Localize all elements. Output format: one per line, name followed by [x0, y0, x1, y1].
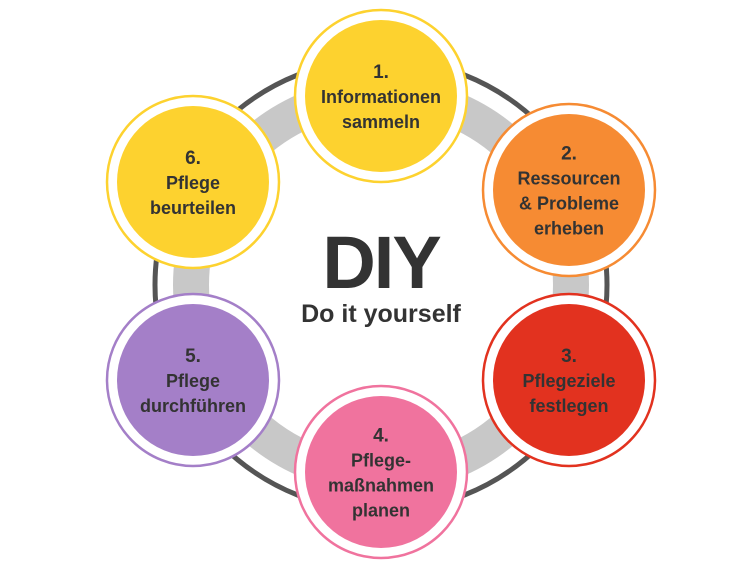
- step-filled-circle: [493, 114, 645, 266]
- step-number: 4.: [373, 426, 389, 447]
- step-label-line: festlegen: [529, 396, 608, 416]
- step-label-line: Pflege-: [351, 451, 411, 471]
- step-1-node: 1. Informationen sammeln: [293, 8, 469, 184]
- step-label-line: Pflegeziele: [522, 371, 615, 391]
- step-label-line: Ressourcen: [517, 169, 620, 189]
- step-6-node: 6. Pflege beurteilen: [105, 94, 281, 270]
- step-label-line: maßnahmen: [328, 476, 434, 496]
- step-number: 6.: [185, 148, 201, 169]
- step-label-line: erheben: [534, 219, 604, 239]
- step-2-node: 2. Ressourcen & Probleme erheben: [481, 102, 657, 278]
- step-label-line: Pflege: [166, 173, 220, 193]
- step-label-line: Pflege: [166, 371, 220, 391]
- step-filled-circle: [493, 304, 645, 456]
- step-3-node: 3. Pflegeziele festlegen: [481, 292, 657, 468]
- step-label-line: planen: [352, 501, 410, 521]
- step-label-line: & Probleme: [519, 194, 619, 214]
- step-filled-circle: [305, 396, 457, 548]
- step-4-node: 4. Pflege-maßnahmen planen: [293, 384, 469, 560]
- step-filled-circle: [305, 20, 457, 172]
- step-filled-circle: [117, 106, 269, 258]
- center-subtitle: Do it yourself: [301, 300, 461, 328]
- step-label-line: Informationen: [321, 87, 441, 107]
- step-label-line: beurteilen: [150, 198, 236, 218]
- center-title: DIY: [322, 221, 441, 304]
- step-number: 1.: [373, 62, 389, 83]
- step-label-line: durchführen: [140, 396, 246, 416]
- step-number: 2.: [561, 144, 577, 165]
- step-number: 3.: [561, 346, 577, 367]
- step-label-line: sammeln: [342, 112, 420, 132]
- step-filled-circle: [117, 304, 269, 456]
- step-number: 5.: [185, 346, 201, 367]
- step-5-node: 5. Pflege durchführen: [105, 292, 281, 468]
